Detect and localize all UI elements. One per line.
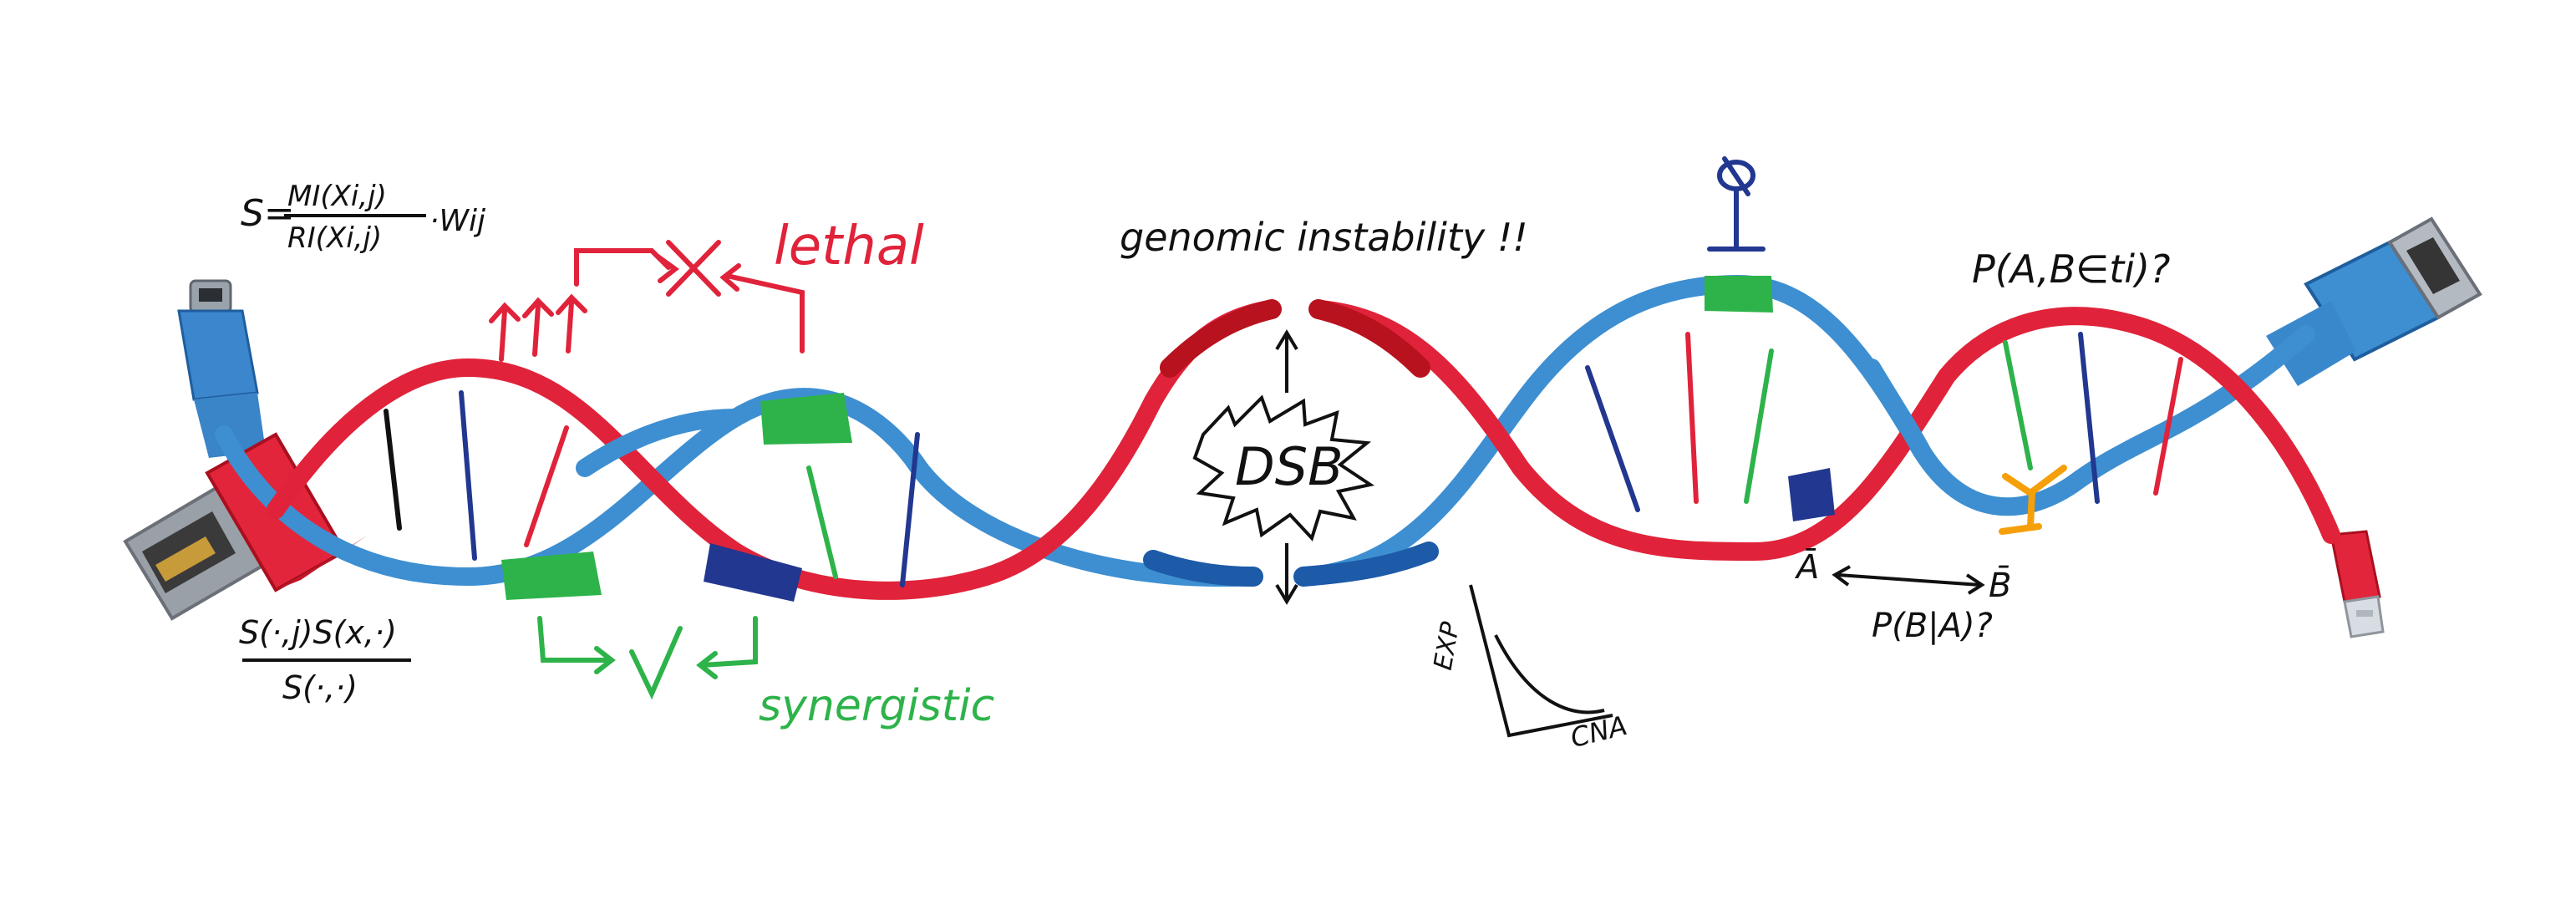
dsb-burst: DSB (1192, 329, 1375, 605)
micro-usb-connector-icon (177, 279, 266, 458)
usb-a-connector-icon (2266, 216, 2482, 386)
highlight-patches (501, 276, 2067, 602)
dna-helix (215, 274, 2340, 600)
navy-patch (704, 543, 802, 602)
rung (384, 409, 402, 531)
dsb-broken-end-left (1160, 299, 1282, 378)
formula-denominator: RI(Xi,j) (287, 221, 382, 255)
rung (2078, 332, 2100, 504)
lethal-label: lethal (774, 216, 924, 277)
up-arrow-icon (522, 297, 554, 357)
check-mark-icon (629, 626, 683, 700)
lightning-connector-icon (2330, 530, 2385, 638)
green-patch (760, 393, 852, 445)
plot-y-label: EXP (1429, 619, 1466, 673)
formula-lhs: S= (241, 192, 295, 235)
green-patch (501, 552, 602, 600)
inhibitor-annotation (1707, 156, 1766, 252)
rung (2003, 340, 2033, 470)
navy-patch (1788, 468, 1835, 521)
red-strand (267, 300, 1279, 600)
formula-weight: ·Wij (429, 204, 485, 238)
blue-strand (576, 409, 744, 477)
rung (900, 432, 920, 587)
formula-cosine: S(·,j)S(x,·) S(·,·) (239, 614, 411, 706)
red-strand (1311, 300, 2340, 562)
up-arrow-icon (489, 302, 521, 362)
rung (2153, 357, 2183, 496)
probability-top: P(A,B∈ti)? (1972, 247, 2170, 292)
blue-strand (1862, 358, 1931, 460)
dsb-label: DSB (1235, 436, 1344, 497)
genomic-instability-label: genomic instability !! (1120, 215, 1528, 260)
up-arrow-icon (556, 293, 587, 353)
cosine-denominator: S(·,·) (282, 669, 358, 706)
dsb-broken-end-right (1308, 299, 1430, 378)
rung (1744, 348, 1774, 504)
rung (459, 390, 477, 561)
plot-x-label: CNA (1567, 709, 1630, 754)
base-pair-rungs (384, 332, 2183, 587)
exp-vs-cna-plot: EXP CNA (1429, 584, 1630, 754)
dsb-broken-end-right (1293, 541, 1439, 587)
formula-similarity: S= MI(Xi,j) RI(Xi,j) ·Wij (241, 180, 485, 255)
orange-mark (1999, 465, 2067, 535)
a-bar-label: Ā (1794, 547, 1819, 587)
probability-annotations: P(A,B∈ti)? P(B|A)? Ā B̄ (1794, 247, 2170, 645)
cross-icon (666, 240, 721, 297)
green-patch (1705, 276, 1773, 313)
dsb-broken-end-left (1143, 550, 1263, 587)
rung (806, 465, 838, 579)
lethal-annotation: lethal (489, 216, 924, 362)
formula-numerator: MI(Xi,j) (287, 180, 387, 213)
rung (1685, 332, 1699, 504)
b-bar-label: B̄ (1989, 565, 2011, 605)
cosine-numerator: S(·,j)S(x,·) (239, 614, 397, 651)
rung (1585, 365, 1640, 512)
probability-bottom: P(B|A)? (1872, 607, 1993, 645)
rung (524, 425, 569, 547)
synergistic-label: synergistic (759, 681, 994, 731)
synergistic-annotation: synergistic (537, 616, 994, 731)
